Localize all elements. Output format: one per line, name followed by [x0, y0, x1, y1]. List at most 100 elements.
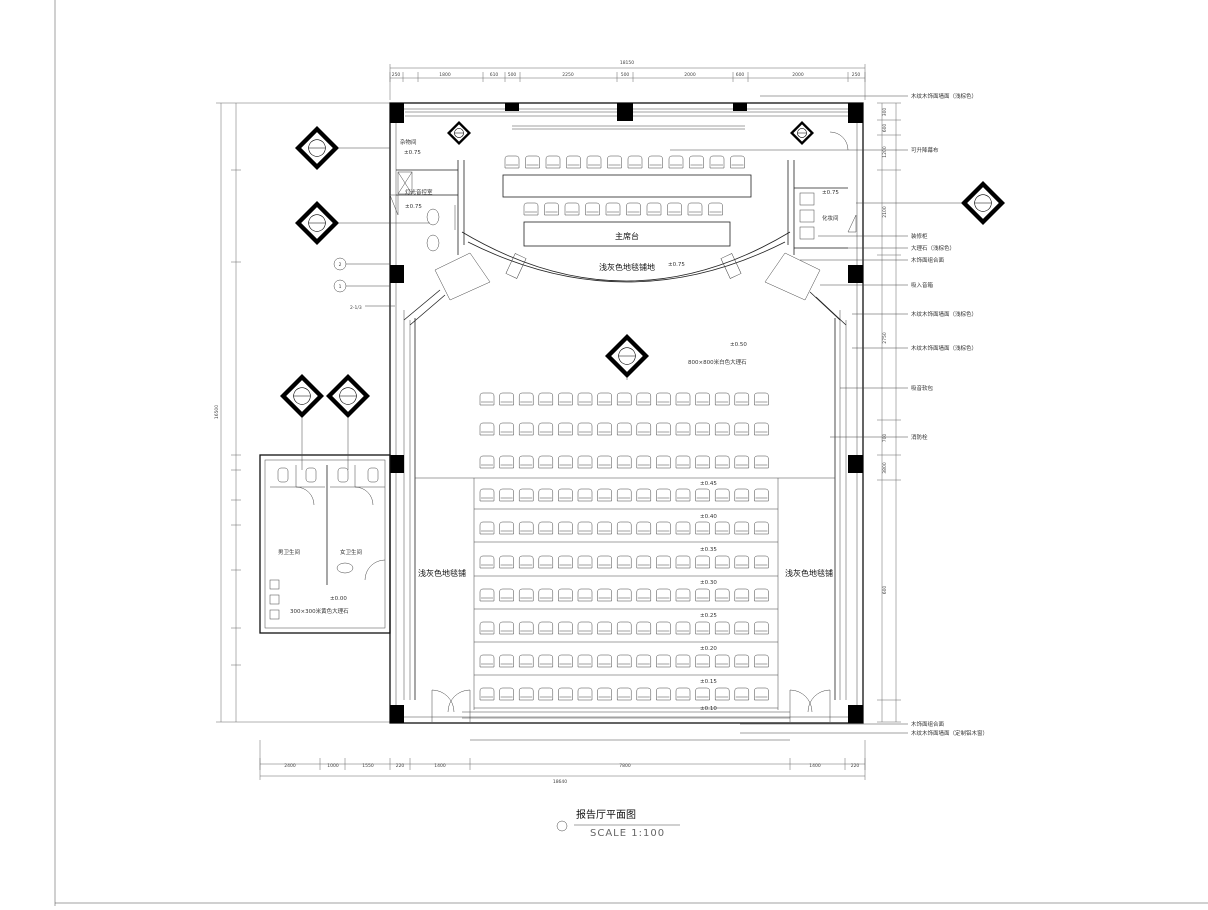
seat: [538, 455, 554, 469]
seat: [564, 202, 580, 216]
seat: [558, 687, 573, 701]
drawing-title-block: 报告厅平面图 SCALE 1:100: [556, 808, 680, 839]
callout-label: 消防栓: [911, 433, 928, 441]
callout-label: 木纹木饰面墙面（浅棕色）: [911, 92, 977, 100]
seat: [714, 654, 730, 668]
seat: [646, 202, 662, 216]
seat: [695, 455, 710, 469]
seat: [734, 392, 750, 406]
seat: [538, 621, 554, 635]
seat: [616, 654, 632, 668]
left-dimensions: 16500: [214, 102, 390, 723]
seat: [656, 621, 671, 635]
seat: [523, 202, 539, 216]
left-rooms: 杂物间 ±0.75 灯光音控室 ±0.75: [389, 138, 458, 252]
dim-top-value: 250: [392, 72, 401, 78]
seat: [708, 202, 723, 216]
seat: [518, 687, 534, 701]
row-level-label: ±0.40: [700, 514, 717, 520]
seat: [479, 521, 495, 535]
seat: [636, 521, 652, 535]
callout-label: 木纹木饰面墙面（定制铝木窗）: [911, 729, 988, 737]
seat: [479, 654, 495, 668]
dim-right-value: 1200: [882, 146, 888, 158]
seat: [558, 654, 573, 668]
seat: [754, 392, 769, 406]
seat: [499, 621, 514, 635]
dim-top-value: 2000: [792, 72, 804, 78]
right-rooms: 化妆间 ±0.75: [794, 131, 857, 249]
seat: [656, 422, 671, 436]
row-level-label: ±0.30: [700, 580, 717, 586]
stage-edge-label: 浅灰色地毯铺地: [599, 262, 655, 272]
seat: [597, 521, 612, 535]
dim-right-value: 2100: [882, 206, 888, 218]
seat: [636, 455, 652, 469]
seat: [499, 422, 514, 436]
seat: [577, 521, 593, 535]
seat: [525, 155, 540, 169]
seat: [616, 687, 632, 701]
seat: [607, 155, 622, 169]
seat: [636, 422, 652, 436]
seat: [597, 654, 612, 668]
seat: [695, 654, 710, 668]
seat: [734, 588, 750, 602]
seat: [656, 455, 671, 469]
seat: [597, 621, 612, 635]
callout-label: 木饰面组合面: [911, 720, 945, 728]
seat: [734, 488, 750, 502]
seat: [734, 422, 750, 436]
seat: [558, 422, 573, 436]
seat: [734, 521, 750, 535]
seat: [545, 155, 561, 169]
seat: [754, 654, 769, 668]
seat: [709, 155, 725, 169]
dim-top-value: 1800: [439, 72, 451, 78]
seat: [597, 392, 612, 406]
seat: [597, 422, 612, 436]
seat: [577, 392, 593, 406]
seat: [730, 155, 745, 169]
seat: [734, 455, 750, 469]
dim-top-value: 600: [736, 72, 745, 78]
row-level-label: ±0.15: [700, 679, 717, 685]
seat: [616, 621, 632, 635]
seat: [675, 521, 691, 535]
seat: [518, 521, 534, 535]
seat: [577, 422, 593, 436]
seat: [616, 392, 632, 406]
seat: [714, 588, 730, 602]
seat: [499, 521, 514, 535]
seat: [558, 521, 573, 535]
seat: [479, 455, 495, 469]
axis-markers: 2 1 2-1/3: [333, 257, 395, 311]
seat: [544, 202, 559, 216]
seat: [754, 621, 769, 635]
dim-top-value: 500: [508, 72, 517, 78]
dim-left-total: 16500: [214, 405, 220, 419]
callout-label: 大理石（浅棕色）: [911, 244, 955, 252]
seat: [558, 392, 573, 406]
seat: [695, 488, 710, 502]
row-level-label: ±0.20: [700, 646, 717, 652]
seat: [597, 687, 612, 701]
hall-walls: [403, 289, 847, 700]
seat: [754, 521, 769, 535]
seat: [714, 621, 730, 635]
axis-marker-2: 2: [339, 262, 342, 268]
seat: [499, 455, 514, 469]
seat: [616, 555, 632, 569]
seat: [616, 521, 632, 535]
aisle-right-label: 浅灰色地毯铺: [785, 568, 833, 578]
seat: [577, 621, 593, 635]
dim-top-value: 610: [490, 72, 499, 78]
seat: [689, 155, 704, 169]
seat: [636, 687, 652, 701]
dim-right-value: 600: [882, 586, 888, 595]
seat: [518, 621, 534, 635]
wc-floor-label: 300×300米黄色大理石: [290, 607, 349, 615]
level-storage: ±0.75: [404, 150, 421, 156]
